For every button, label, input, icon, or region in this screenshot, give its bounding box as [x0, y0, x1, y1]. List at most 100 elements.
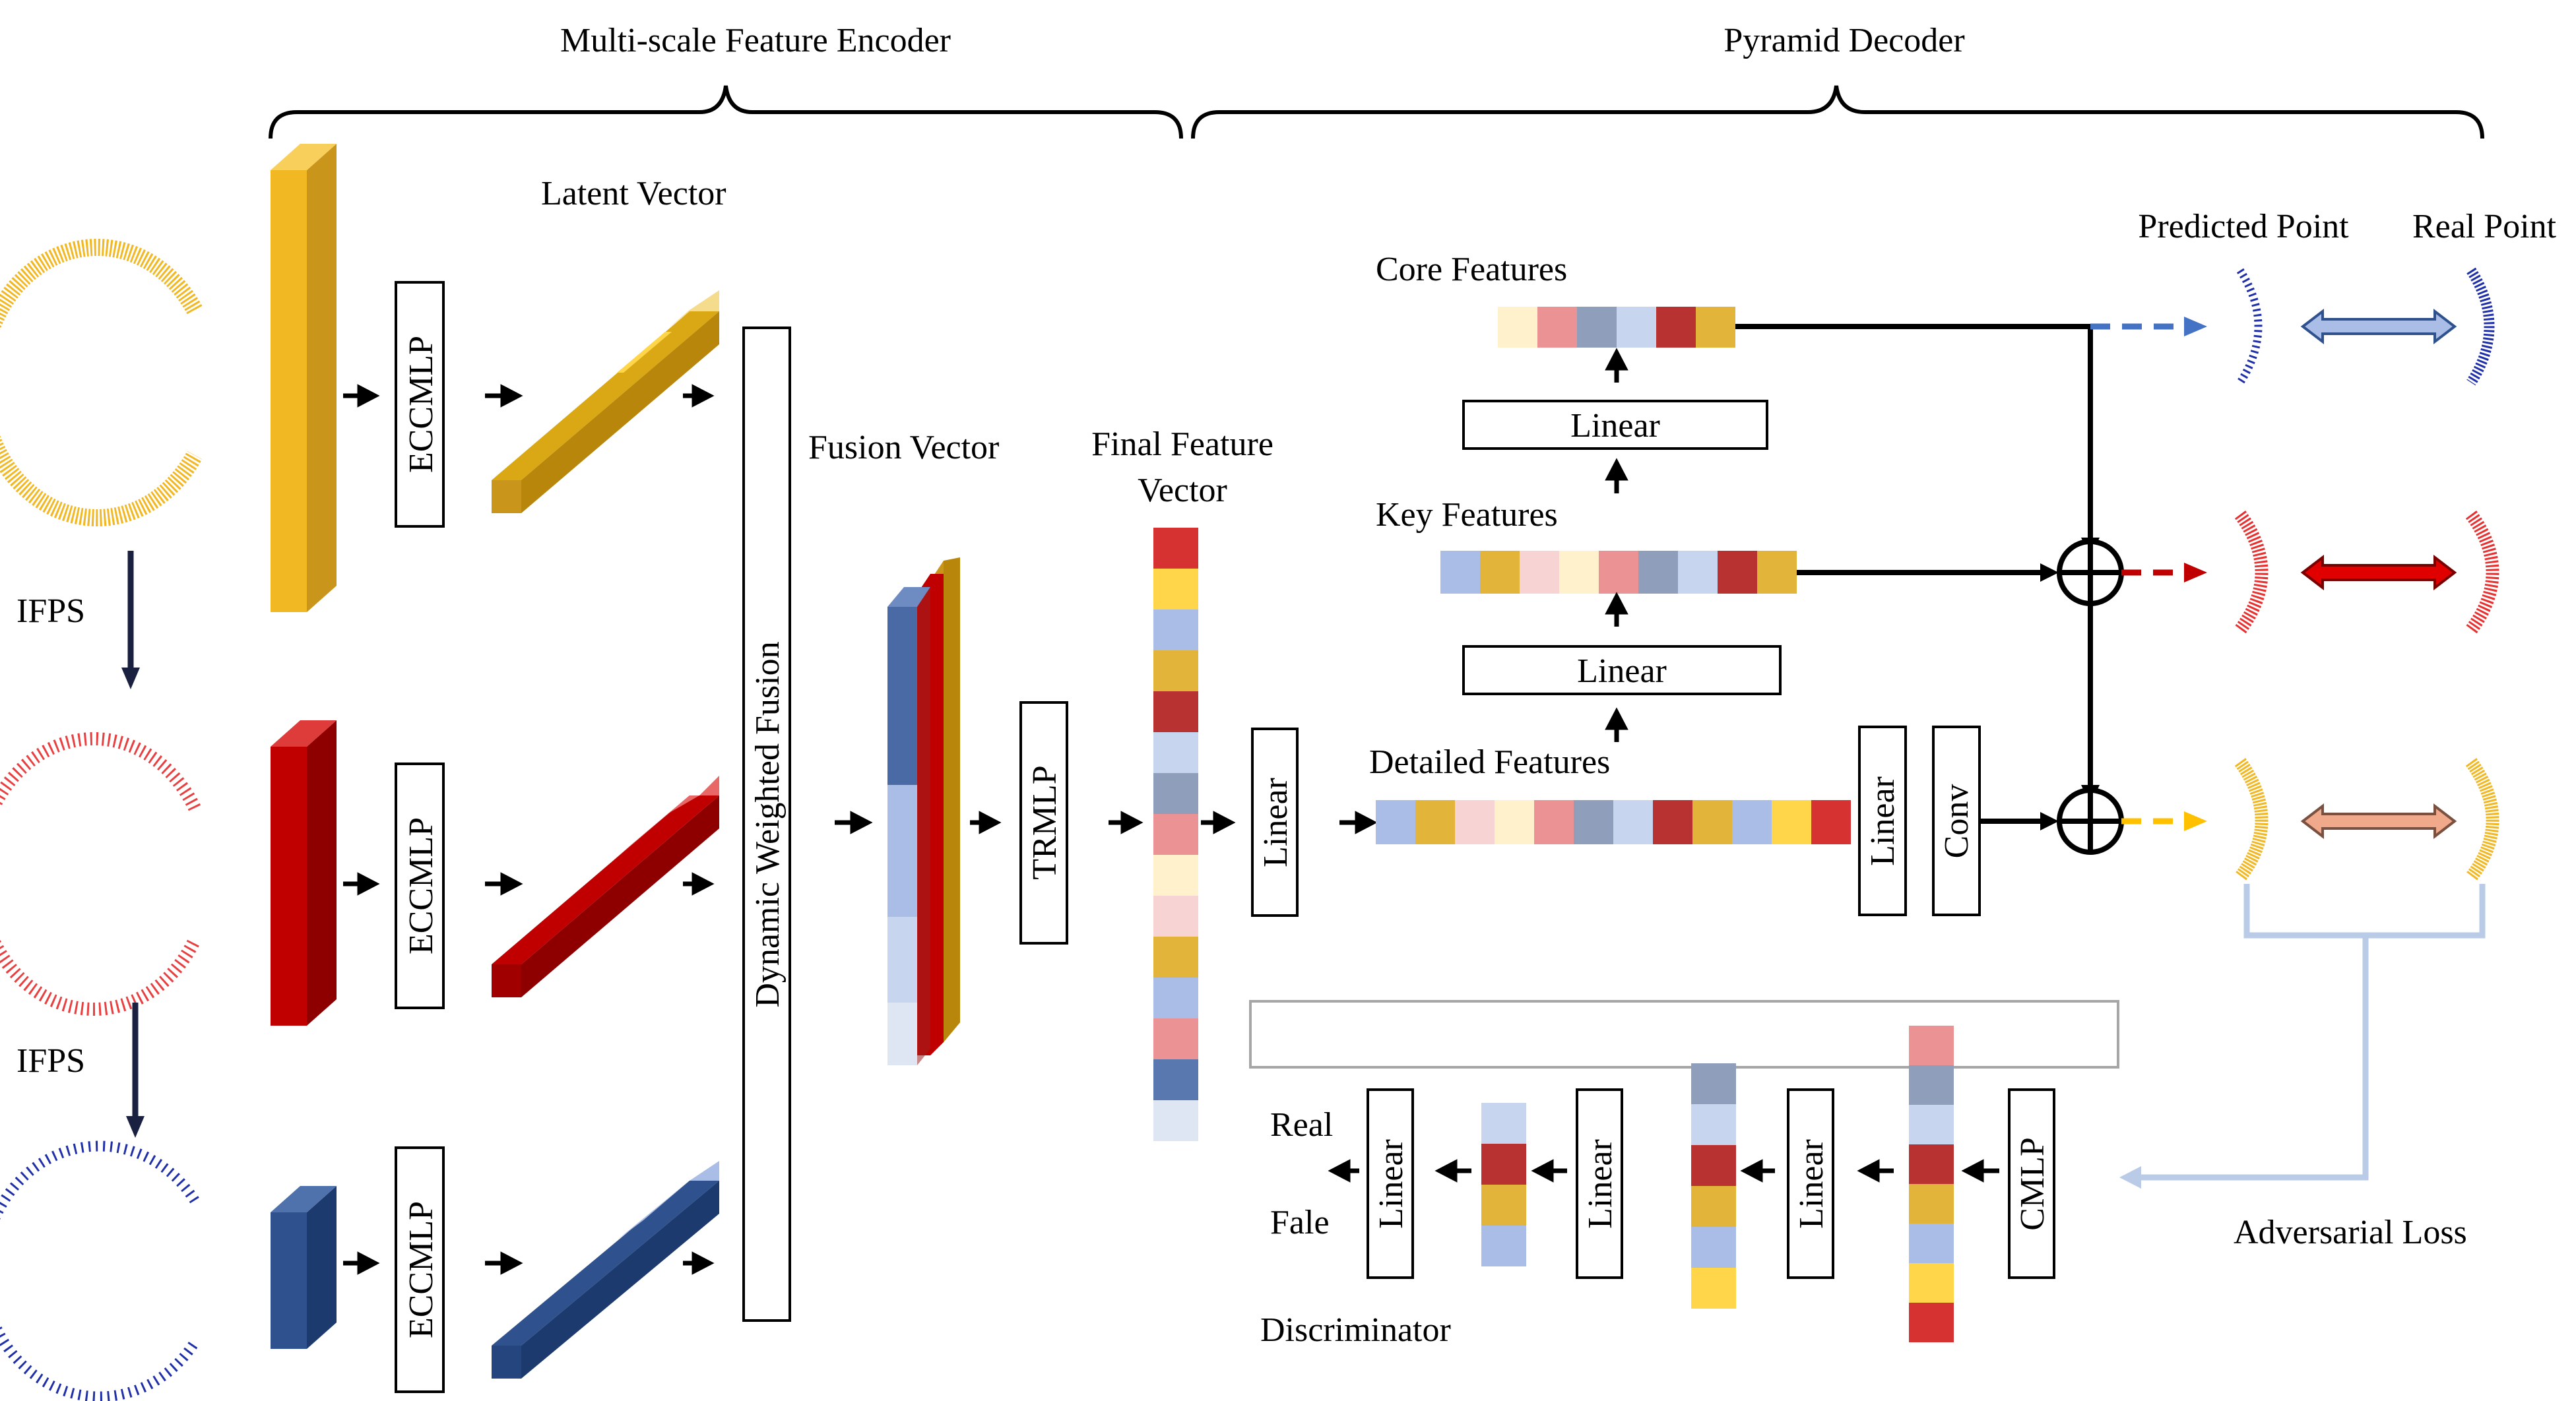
final-to-linear-arrow	[1201, 811, 1236, 834]
real-point-label: Real Point	[2412, 208, 2557, 245]
feature-slab-yellow-front	[271, 170, 307, 612]
encoder-title: Multi-scale Feature Encoder	[560, 22, 951, 59]
svg-text:Dynamic Weighted Fusion: Dynamic Weighted Fusion	[749, 641, 787, 1007]
adversarial-loss-arrowhead	[2119, 1166, 2141, 1189]
trmlp-block: TRMLP	[1019, 701, 1068, 945]
fusion-to-vector-arrow	[835, 811, 873, 834]
real-arc-yellow	[2465, 758, 2499, 882]
slab-to-eccmlp-arrows	[343, 384, 380, 1275]
trmlp-to-final-arrow	[1109, 811, 1143, 834]
svg-text:Linear: Linear	[1577, 652, 1667, 690]
discriminator-frame	[1249, 1000, 2119, 1069]
core-output-arrow	[2090, 317, 2207, 336]
compare-arrow-red	[2300, 554, 2457, 591]
feature-slab-blue-side	[307, 1186, 337, 1349]
svg-text:Conv: Conv	[1938, 784, 1976, 859]
detailed-output-arrow	[2121, 811, 2207, 831]
disc-linear-block-3: Linear	[1787, 1088, 1834, 1279]
eccmlp-block-3: ECCMLP	[395, 1146, 445, 1393]
key-up-arrow-2	[1605, 592, 1628, 627]
real-arc-blue	[2466, 267, 2495, 386]
adversarial-loss-label: Adversarial Loss	[2234, 1214, 2467, 1251]
adversarial-loss-connector	[2138, 884, 2486, 1181]
fale-output-label: Fale	[1270, 1204, 1330, 1241]
sum-node-key	[2057, 539, 2124, 606]
svg-text:Linear: Linear	[1864, 776, 1902, 866]
key-to-sum-path	[1797, 563, 2059, 582]
detailed-features-label: Detailed Features	[1369, 743, 1610, 781]
svg-text:ECCMLP: ECCMLP	[402, 817, 440, 954]
linear-block-core: Linear	[1462, 400, 1768, 450]
feature-slab-red-front	[271, 747, 307, 1026]
key-features-vector	[1440, 551, 1797, 594]
latent-vector-red	[492, 776, 719, 997]
encoder-brace	[269, 85, 1183, 139]
latent-vector-blue	[492, 1161, 719, 1379]
eccmlp-to-latent-arrows	[485, 384, 523, 1275]
feature-slab-blue-front	[271, 1212, 307, 1349]
decoder-linear-block: Linear	[1251, 728, 1299, 917]
fusion-vector	[887, 557, 960, 1065]
svg-text:ECCMLP: ECCMLP	[402, 1201, 440, 1338]
decoder-brace	[1191, 85, 2484, 139]
key-features-label: Key Features	[1376, 496, 1558, 534]
svg-text:Linear: Linear	[1582, 1139, 1619, 1229]
core-features-vector	[1498, 307, 1735, 348]
conv-block: Conv	[1932, 726, 1981, 916]
linear-block-key: Linear	[1462, 645, 1782, 695]
core-features-label: Core Features	[1376, 251, 1567, 288]
real-arc-red	[2465, 511, 2499, 634]
detailed-up-arrow	[1605, 707, 1628, 742]
sum-node-detailed	[2057, 788, 2124, 855]
svg-text:TRMLP: TRMLP	[1026, 765, 1064, 879]
discriminator-label: Discriminator	[1260, 1311, 1451, 1349]
final-feature-label-line2: Vector	[1138, 472, 1227, 509]
disc-vector-small	[1481, 1103, 1526, 1266]
discriminator-arrows	[1328, 1159, 1999, 1183]
svg-text:Linear: Linear	[1793, 1139, 1830, 1229]
latent-vector-label: Latent Vector	[541, 175, 726, 212]
fusion-to-trmlp-arrow	[970, 811, 1002, 834]
key-output-arrow	[2121, 563, 2207, 582]
core-to-sum-path	[1735, 324, 2100, 557]
input-pointcloud-blue	[0, 1140, 199, 1401]
svg-text:ECCMLP: ECCMLP	[402, 336, 440, 473]
ifps-label-2: IFPS	[16, 1042, 85, 1080]
ifps-arrow-1-head	[121, 668, 140, 689]
disc-linear-block-1: Linear	[1367, 1088, 1414, 1279]
predicted-point-label: Predicted Point	[2138, 208, 2349, 245]
svg-text:Linear: Linear	[1570, 407, 1660, 445]
input-pointcloud-yellow	[0, 239, 203, 526]
ifps-label-1: IFPS	[16, 592, 85, 630]
disc-vector-large	[1909, 1026, 1954, 1342]
final-feature-label-line1: Final Feature	[1091, 425, 1273, 463]
svg-text:Linear: Linear	[1372, 1139, 1410, 1229]
predicted-arc-blue	[2236, 268, 2263, 385]
ifps-arrow-2-head	[126, 1116, 145, 1138]
feature-slab-yellow-side	[307, 144, 337, 612]
eccmlp-block-1: ECCMLP	[395, 281, 445, 528]
feature-slab-blue-top	[271, 1186, 337, 1212]
input-pointcloud-red	[0, 732, 201, 1016]
predicted-arc-yellow	[2234, 758, 2269, 882]
conv-to-sum-path	[1980, 812, 2059, 830]
latent-vector-yellow	[492, 290, 719, 513]
cmlp-block: CMLP	[2008, 1088, 2055, 1279]
final-feature-vector	[1153, 528, 1198, 1141]
feature-slab-red-top	[271, 720, 337, 747]
real-output-label: Real	[1270, 1106, 1333, 1144]
predicted-arc-red	[2234, 511, 2269, 634]
feature-slab-yellow-top	[271, 144, 337, 170]
svg-text:CMLP: CMLP	[2014, 1137, 2051, 1231]
dynamic-weighted-fusion-block: Dynamic Weighted Fusion	[742, 327, 791, 1322]
disc-linear-block-2: Linear	[1576, 1088, 1623, 1279]
detailed-features-vector	[1376, 800, 1851, 844]
linear-to-detailed-arrow	[1339, 811, 1378, 834]
compare-arrow-blue	[2300, 308, 2457, 345]
linear-block-detailed: Linear	[1858, 726, 1907, 916]
compare-arrow-orange	[2300, 803, 2457, 840]
latent-to-fusion-arrows	[683, 384, 715, 1275]
fusion-vector-label: Fusion Vector	[808, 429, 999, 466]
disc-vector-medium	[1691, 1063, 1736, 1309]
